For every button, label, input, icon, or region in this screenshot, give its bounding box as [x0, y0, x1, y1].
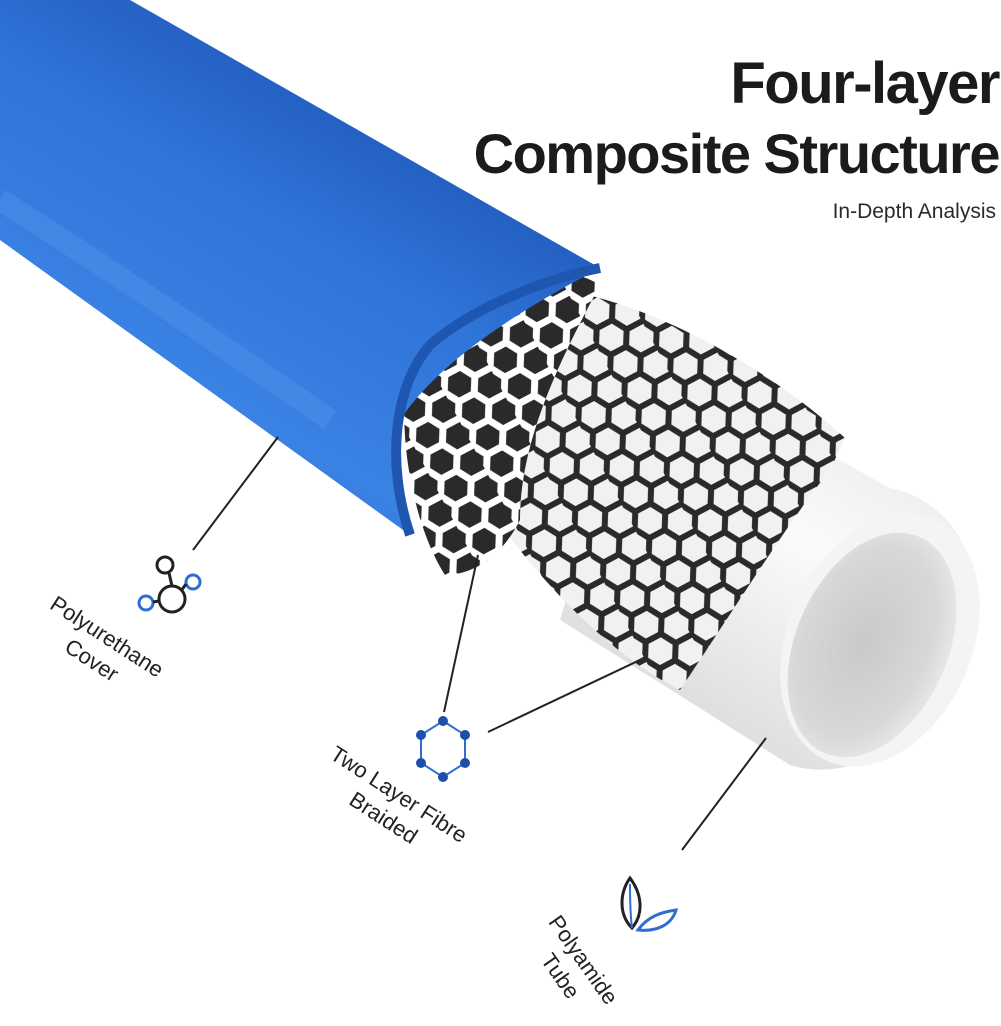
polyurethane-cover — [0, 0, 601, 537]
leader-line-braid-2 — [487, 659, 641, 733]
page-title-line-2: Composite Structure — [473, 122, 1001, 185]
page-title-line-1: Four-layer — [730, 51, 1000, 116]
page-subtitle: In-Depth Analysis — [832, 200, 996, 223]
leader-lines — [192, 436, 767, 851]
leader-line-cover — [192, 436, 279, 551]
hose-diagram — [0, 0, 980, 932]
leaf-icon — [620, 875, 679, 932]
hexagon-network-icon — [416, 716, 470, 782]
leader-line-braid-1 — [443, 554, 479, 713]
molecule-icon — [137, 555, 202, 614]
leader-line-tube — [681, 737, 767, 851]
